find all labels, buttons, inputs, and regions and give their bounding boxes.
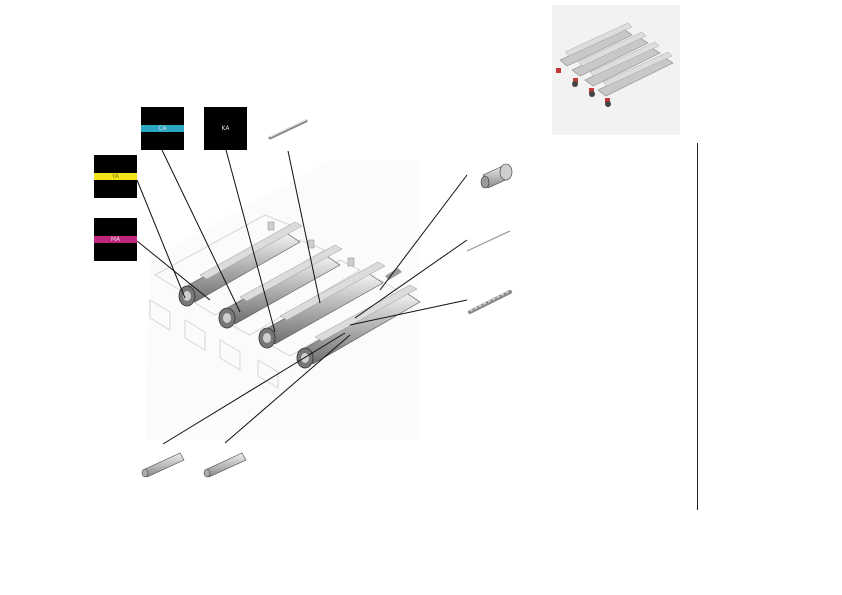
yellow-label-text: YA (111, 173, 120, 180)
drum-assembly-yellow (178, 221, 303, 307)
roller-left (141, 452, 185, 478)
vertical-divider (697, 143, 698, 510)
leader-lines (136, 149, 468, 445)
magenta-label-text: MA (110, 236, 121, 243)
magenta-color-band (94, 236, 137, 243)
drum-assembly-cyan (218, 244, 343, 329)
assembled-unit-thumbnail (552, 5, 680, 135)
yellow-color-band (94, 173, 137, 180)
drum-assembly-black (258, 261, 386, 349)
cyan-color-band (141, 125, 184, 132)
magenta-drum-label: MA (94, 218, 137, 261)
screw-rod-part (468, 290, 512, 314)
cyan-label-text: CA (158, 125, 167, 132)
black-color-band (204, 125, 247, 132)
yellow-drum-label: YA (94, 155, 137, 198)
drum-assembly-magenta (296, 268, 421, 369)
drive-shaft-part (480, 163, 513, 189)
roller-right (203, 452, 247, 478)
frame-ghost (145, 160, 420, 440)
black-drum-label: KA (204, 107, 247, 150)
thin-rod-top (268, 119, 308, 140)
black-label-text: KA (221, 125, 230, 132)
wire-part (466, 230, 511, 252)
cyan-drum-label: CA (141, 107, 184, 150)
